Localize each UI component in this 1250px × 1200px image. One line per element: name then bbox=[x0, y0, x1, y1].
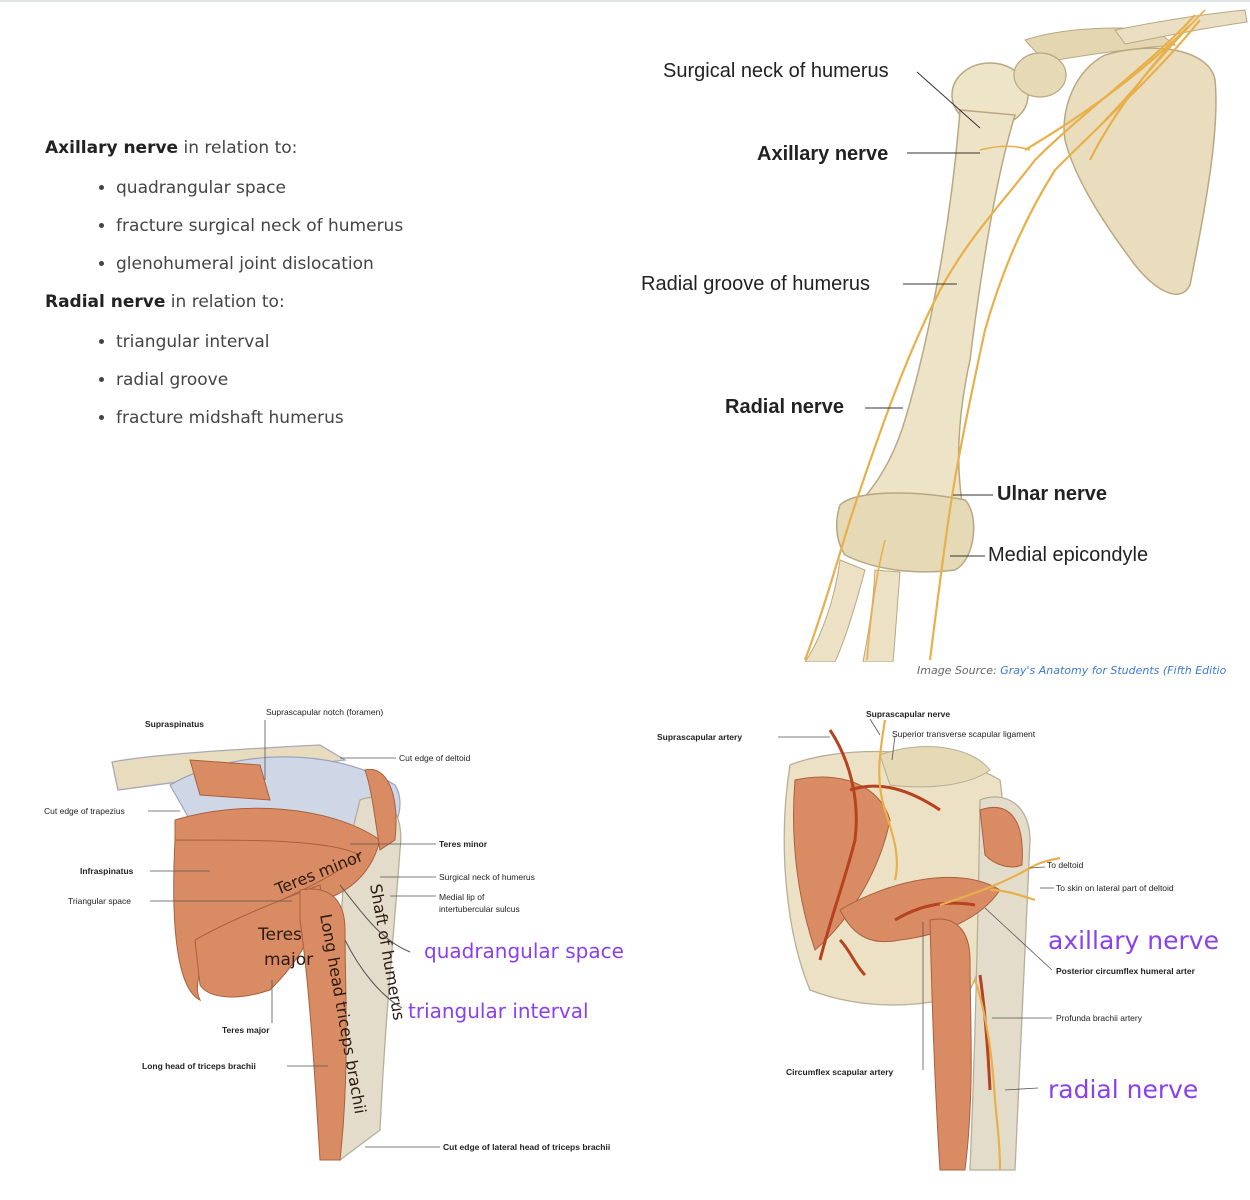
label-profunda: Profunda brachii artery bbox=[1056, 1013, 1143, 1023]
top-border bbox=[0, 0, 1250, 2]
label-radial-nerve: Radial nerve bbox=[725, 396, 844, 418]
leader-triangular bbox=[344, 939, 403, 1009]
label-suprascapular-artery: Suprascapular artery bbox=[657, 732, 742, 742]
list-item: quadrangular space bbox=[116, 178, 565, 199]
list-item: triangular interval bbox=[116, 332, 565, 353]
axillary-heading: Axillary nerve in relation to: bbox=[45, 138, 298, 158]
label-suprascapular-notch: Suprascapular notch (foramen) bbox=[266, 707, 383, 717]
arm-nerves-figure: Surgical neck of humerus Axillary nerve … bbox=[635, 0, 1250, 662]
arteries bbox=[818, 729, 992, 1091]
radial-heading: Radial nerve in relation to: bbox=[45, 292, 285, 312]
nerves-illustration bbox=[803, 9, 1206, 661]
label-supraspinatus: Supraspinatus bbox=[145, 719, 204, 729]
label-triangular-space: Triangular space bbox=[68, 896, 131, 906]
nerves-right bbox=[878, 719, 1061, 1171]
label-long-head-triceps: Long head of triceps brachii bbox=[142, 1061, 256, 1071]
label-medial-lip-1: Medial lip of bbox=[439, 892, 485, 902]
scapula-illustration bbox=[1024, 9, 1248, 295]
credit-prefix: Image Source: bbox=[917, 664, 997, 677]
notes-block: Axillary nerve in relation to: quadrangu… bbox=[45, 138, 565, 446]
label-teres-minor: Teres minor bbox=[439, 839, 488, 849]
annotation-triangular-interval: triangular interval bbox=[408, 999, 589, 1023]
label-suprascapular-nerve: Suprascapular nerve bbox=[866, 709, 950, 719]
leader-line bbox=[1004, 1087, 1039, 1091]
annotation-radial-nerve: radial nerve bbox=[1048, 1075, 1198, 1104]
leader-line bbox=[891, 735, 896, 761]
list-item: fracture midshaft humerus bbox=[116, 408, 565, 429]
label-circumflex-scapular: Circumflex scapular artery bbox=[786, 1067, 894, 1077]
axillary-list: quadrangular space fracture surgical nec… bbox=[45, 178, 565, 275]
posterior-arteries-figure: Suprascapular nerve Suprascapular artery… bbox=[640, 690, 1250, 1180]
hand-teres: Teres bbox=[257, 925, 302, 945]
label-surgical-neck-small: Surgical neck of humerus bbox=[439, 872, 535, 882]
label-teres-major: Teres major bbox=[222, 1025, 270, 1035]
radial-list: triangular interval radial groove fractu… bbox=[45, 332, 565, 429]
annotation-quadrangular-space: quadrangular space bbox=[424, 939, 624, 963]
leader-quadrangular bbox=[339, 884, 411, 953]
label-surgical-neck: Surgical neck of humerus bbox=[663, 60, 889, 82]
list-item: glenohumeral joint dislocation bbox=[116, 254, 565, 275]
leader-surgical-neck bbox=[916, 71, 981, 129]
humerus-illustration bbox=[804, 52, 1067, 662]
image-credit: Image Source: Gray's Anatomy for Student… bbox=[917, 664, 1226, 677]
annotation-axillary-nerve: axillary nerve bbox=[1048, 926, 1219, 955]
hand-major: major bbox=[264, 950, 313, 970]
leader-line bbox=[1029, 866, 1046, 869]
label-medial-lip-2: intertubercular sulcus bbox=[439, 904, 520, 914]
label-cut-edge-lateral-head: Cut edge of lateral head of triceps brac… bbox=[443, 1142, 610, 1152]
posterior-shoulder-figure: Supraspinatus Suprascapular notch (foram… bbox=[0, 690, 640, 1170]
supraspinatus-muscle bbox=[189, 759, 271, 801]
leader-line bbox=[869, 718, 881, 736]
label-to-skin: To skin on lateral part of deltoid bbox=[1056, 883, 1174, 893]
list-item: radial groove bbox=[116, 370, 565, 391]
label-axillary-nerve: Axillary nerve bbox=[757, 143, 888, 165]
label-posterior-circumflex: Posterior circumflex humeral arter bbox=[1056, 966, 1196, 976]
label-medial-epicondyle: Medial epicondyle bbox=[988, 544, 1148, 566]
leader-line bbox=[984, 907, 1053, 971]
label-infraspinatus: Infraspinatus bbox=[80, 866, 134, 876]
list-item: fracture surgical neck of humerus bbox=[116, 216, 565, 237]
credit-source-link[interactable]: Gray's Anatomy for Students (Fifth Editi… bbox=[1000, 664, 1227, 677]
label-to-deltoid: To deltoid bbox=[1047, 860, 1084, 870]
label-ulnar-nerve: Ulnar nerve bbox=[997, 483, 1107, 505]
posterior-muscles bbox=[173, 768, 397, 1161]
label-cut-edge-deltoid: Cut edge of deltoid bbox=[399, 753, 471, 763]
label-cut-edge-trapezius: Cut edge of trapezius bbox=[44, 806, 125, 816]
label-superior-transverse: Superior transverse scapular ligament bbox=[892, 729, 1036, 739]
label-radial-groove: Radial groove of humerus bbox=[641, 273, 870, 295]
